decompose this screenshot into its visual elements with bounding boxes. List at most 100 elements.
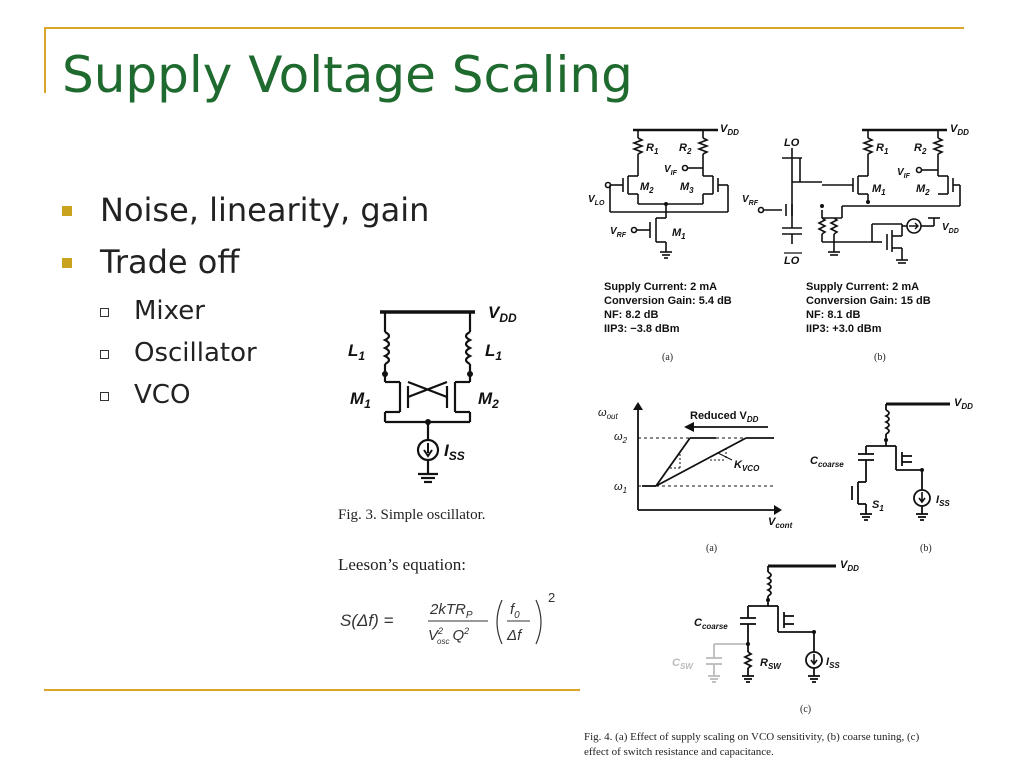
svg-text:VDD: VDD	[488, 303, 517, 325]
m1-subscript: 1	[681, 232, 686, 241]
svg-text:R1: R1	[876, 142, 889, 156]
omega-1-subscript: 1	[623, 486, 627, 495]
svg-text:R1: R1	[646, 142, 659, 156]
equation-lhs: S(Δf) =	[340, 611, 394, 630]
svg-text:Ccoarse: Ccoarse	[694, 617, 728, 631]
vdd-label: V	[488, 303, 501, 322]
svg-text:ISS: ISS	[936, 494, 950, 508]
stat-line: IIP3: +3.0 dBm	[806, 323, 882, 335]
power: 2	[548, 590, 555, 605]
svg-text:VDD: VDD	[950, 123, 969, 137]
omega-1-label: ω	[614, 481, 623, 493]
switch-resistance-schematic: VDD Ccoarse CSW RSW ISS	[672, 559, 859, 683]
r2-label: R	[914, 142, 922, 154]
iss-label: I	[826, 656, 830, 668]
bullet-text: Trade off	[100, 243, 240, 281]
mixer-a-schematic: VDD R1 R2 VIF M2 M3 VLO VRF M1	[588, 123, 739, 259]
svg-text:KVCO: KVCO	[734, 459, 760, 473]
denominator-v: V	[428, 627, 440, 644]
r2-label: R	[679, 142, 687, 154]
ccoarse-label: C	[694, 617, 703, 629]
vcont-subscript: cont	[775, 521, 792, 530]
vdd-label: V	[840, 559, 849, 571]
svg-text:f0: f0	[510, 601, 520, 621]
m3-label: M	[680, 181, 690, 193]
l1-right-label: L	[485, 341, 495, 360]
m2-subscript: 2	[491, 397, 499, 411]
svg-text:R2: R2	[679, 142, 692, 156]
svg-text:M2: M2	[640, 181, 654, 195]
omega-out-subscript: out	[607, 412, 619, 421]
svg-text:VLO: VLO	[588, 194, 605, 207]
sub-bullet-text: Oscillator	[134, 338, 257, 368]
vco-b-label: (b)	[920, 543, 932, 554]
svg-text:ω2: ω2	[614, 431, 628, 445]
vdd-subscript: DD	[847, 564, 859, 573]
vrf-subscript: RF	[749, 200, 759, 207]
vif-subscript: IF	[904, 173, 911, 180]
vdd-subscript: DD	[961, 402, 973, 411]
vdd-label: V	[950, 123, 959, 135]
svg-text:Reduced VDD: Reduced VDD	[690, 410, 759, 424]
numerator-subscript: P	[466, 610, 473, 621]
reduced-vdd-label: Reduced V	[690, 410, 748, 422]
mixer-a-stats: Supply Current: 2 mA Conversion Gain: 5.…	[604, 280, 732, 336]
kvco-label: K	[734, 459, 743, 471]
svg-text:L1: L1	[348, 341, 365, 363]
vdd-label: V	[954, 397, 963, 409]
s1-label: S	[872, 499, 880, 511]
slide-title: Supply Voltage Scaling	[62, 46, 633, 104]
svg-text:2kTRP: 2kTRP	[429, 601, 473, 621]
svg-text:ω1: ω1	[614, 481, 627, 495]
svg-text:M2: M2	[916, 183, 930, 197]
svg-text:VDD: VDD	[720, 123, 739, 137]
stat-line: Supply Current: 2 mA	[806, 281, 920, 293]
fig4-caption-line: effect of switch resistance and capacita…	[584, 746, 774, 758]
iss-label: I	[444, 441, 450, 460]
svg-text:RSW: RSW	[760, 657, 782, 671]
m2-subscript: 2	[924, 188, 930, 197]
m2-subscript: 2	[648, 186, 654, 195]
lo-bar-label: LO	[784, 255, 800, 267]
vdd-subscript: DD	[499, 311, 517, 325]
stat-line: Conversion Gain: 5.4 dB	[604, 295, 732, 307]
vdd-subscript: DD	[727, 128, 739, 137]
vcont-label: V	[768, 516, 777, 528]
hollow-square-bullet-icon	[100, 350, 109, 359]
m2-label: M	[640, 181, 650, 193]
omega-2-label: ω	[614, 431, 623, 443]
vdd-label: V	[720, 123, 729, 135]
svg-text:M1: M1	[872, 183, 886, 197]
svg-text:R2: R2	[914, 142, 927, 156]
svg-text:M1: M1	[350, 389, 371, 411]
ccoarse-label: C	[810, 455, 819, 467]
denominator-v-superscript: 2	[437, 626, 443, 636]
sub-bullet-text: Mixer	[134, 296, 205, 326]
stat-line: Supply Current: 2 mA	[604, 281, 718, 293]
reduced-vdd-subscript: DD	[747, 415, 759, 424]
bullet-text: Noise, linearity, gain	[100, 191, 430, 229]
kvco-subscript: VCO	[742, 464, 760, 473]
leeson-label: Leeson’s equation:	[338, 555, 466, 574]
l1-left-subscript: 1	[358, 349, 365, 363]
bottom-rule	[44, 689, 580, 691]
omega-2-subscript: 2	[622, 436, 628, 445]
svg-text:Ccoarse: Ccoarse	[810, 455, 844, 469]
m1-subscript: 1	[881, 188, 886, 197]
vdd-subscript: DD	[957, 128, 969, 137]
r1-subscript: 1	[654, 147, 659, 156]
fig4-caption: Fig. 4. (a) Effect of supply scaling on …	[584, 730, 1020, 760]
r1-label: R	[646, 142, 654, 154]
m1-label: M	[350, 389, 365, 408]
top-rule	[44, 27, 964, 29]
svg-text:VDD: VDD	[954, 397, 973, 411]
denominator-q: Q	[452, 627, 464, 644]
square-bullet-icon	[62, 206, 72, 216]
vrf-label: V	[610, 226, 618, 237]
paren-denominator: Δf	[506, 627, 523, 644]
mixer-b-schematic: VDD LO LO R1 R2 VIF M1 M2 VRF VDD	[742, 123, 969, 267]
svg-text:Vcont: Vcont	[768, 516, 793, 530]
denominator-q-superscript: 2	[463, 626, 469, 636]
